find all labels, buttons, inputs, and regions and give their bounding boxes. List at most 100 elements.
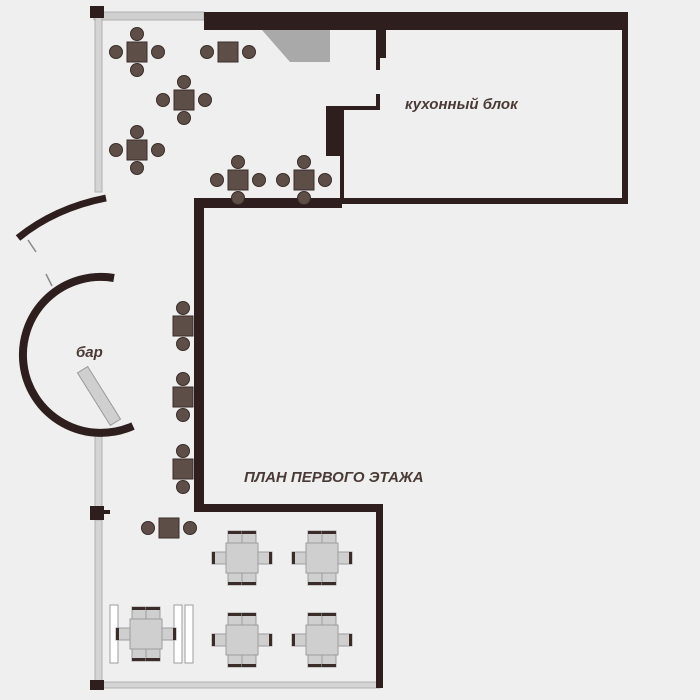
kitchen-label: кухонный блок: [405, 96, 519, 113]
chair-back: [349, 634, 352, 646]
table: [172, 315, 194, 337]
chair-back: [292, 634, 295, 646]
wall-kitchen-right: [622, 12, 628, 204]
wall-middle-horizontal: [194, 198, 342, 208]
chair-back: [308, 531, 322, 534]
stair-shadow: [262, 30, 330, 62]
chair-back: [322, 613, 336, 616]
table: [173, 89, 195, 111]
chair-back: [292, 552, 295, 564]
bar-counter-top: [76, 365, 122, 427]
wall-kitchen-bottom: [340, 198, 628, 204]
table: [172, 386, 194, 408]
chair: [109, 45, 123, 59]
chair: [130, 161, 144, 175]
door-swing-line: [27, 239, 37, 253]
chair: [141, 521, 155, 535]
glass-left-upper: [94, 11, 103, 193]
chair-back: [322, 664, 336, 667]
glass-left-lower: [94, 519, 103, 689]
door-swing-line-2: [45, 273, 53, 287]
glass-left-middle: [94, 429, 103, 513]
table: [126, 139, 148, 161]
chair: [151, 45, 165, 59]
table: [227, 169, 249, 191]
chair: [130, 27, 144, 41]
wall-hall-top: [194, 504, 382, 512]
chair: [252, 173, 266, 187]
wall-corner-top-left: [90, 6, 104, 18]
chair-back: [212, 634, 215, 646]
glazing: [93, 11, 381, 689]
chair-back: [228, 531, 242, 534]
chair: [210, 173, 224, 187]
chair: [156, 93, 170, 107]
chair-back: [308, 582, 322, 585]
chair-back: [269, 634, 272, 646]
chair-back: [322, 582, 336, 585]
partition: [184, 604, 194, 664]
chair-back: [212, 552, 215, 564]
chair: [176, 372, 190, 386]
chair-back: [146, 607, 160, 610]
chair: [297, 155, 311, 169]
table: [225, 542, 259, 574]
table: [158, 517, 180, 539]
table: [225, 624, 259, 656]
chair: [176, 301, 190, 315]
table: [126, 41, 148, 63]
chair-back: [308, 664, 322, 667]
chair-back: [349, 552, 352, 564]
wall-kitchen-pillar: [326, 106, 344, 156]
chair-back: [228, 613, 242, 616]
table: [217, 41, 239, 63]
entry-curved-wall: [15, 194, 107, 241]
chair-back: [228, 582, 242, 585]
wall-kitchen-door: [378, 30, 386, 58]
chair: [151, 143, 165, 157]
bar-label: бар: [76, 344, 103, 361]
walls: [90, 6, 628, 690]
glass-top: [93, 11, 205, 21]
chair: [177, 75, 191, 89]
chair-back: [242, 664, 256, 667]
plan-title: ПЛАН ПЕРВОГО ЭТАЖА: [244, 469, 424, 486]
chair-back: [116, 628, 119, 640]
bar-area: [15, 194, 135, 437]
table: [129, 618, 163, 650]
table: [305, 542, 339, 574]
chair: [276, 173, 290, 187]
chair-back: [322, 531, 336, 534]
chair-back: [132, 607, 146, 610]
glass-bottom: [95, 681, 381, 689]
wall-kitchen-stub: [344, 106, 380, 110]
wall-kitchen-stub-v: [376, 94, 380, 110]
chair: [176, 480, 190, 494]
wall-corridor-right: [194, 198, 204, 508]
table: [172, 458, 194, 480]
chair-back: [146, 658, 160, 661]
bar-counter: [18, 272, 135, 437]
chair-back: [173, 628, 176, 640]
chair: [318, 173, 332, 187]
chair: [130, 63, 144, 77]
table: [305, 624, 339, 656]
chair: [231, 155, 245, 169]
chair-back: [242, 582, 256, 585]
wall-corner-left: [90, 506, 104, 520]
chair: [198, 93, 212, 107]
wall-hall-right: [376, 504, 383, 688]
chair: [242, 45, 256, 59]
chair: [177, 111, 191, 125]
chair-back: [242, 531, 256, 534]
chair: [109, 143, 123, 157]
chair-back: [242, 613, 256, 616]
chair: [176, 337, 190, 351]
chair: [297, 191, 311, 205]
table: [293, 169, 315, 191]
chair-back: [228, 664, 242, 667]
chair: [176, 408, 190, 422]
chair: [130, 125, 144, 139]
